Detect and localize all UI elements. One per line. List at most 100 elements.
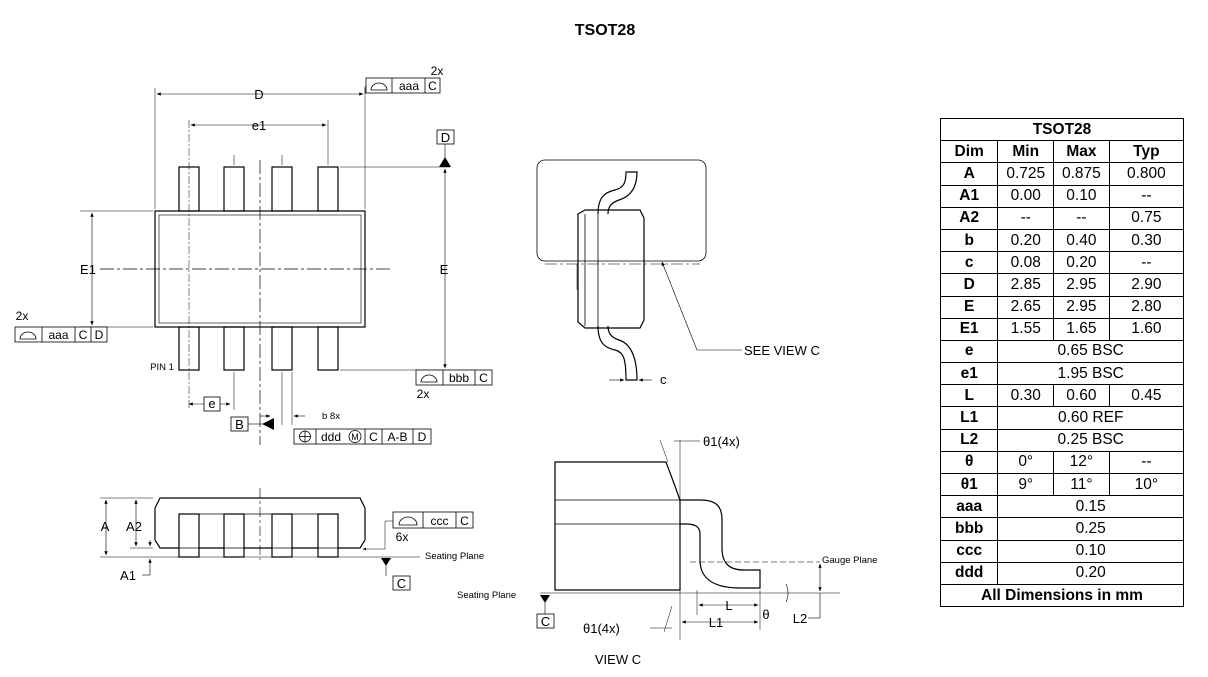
- view-c-detail: [540, 439, 840, 640]
- row-dim: E1: [939, 317, 999, 341]
- row-value: 0.15: [997, 495, 1184, 519]
- label-6x: 6x: [396, 530, 409, 544]
- svg-text:D: D: [95, 328, 104, 342]
- row-min: 0.20: [997, 228, 1055, 253]
- datum-C-side: C: [392, 575, 411, 591]
- svg-text:ccc: ccc: [431, 514, 449, 528]
- lead-bottom-3: [271, 326, 293, 371]
- side-view-labels: A A2 A1 6x Seating Plane: [101, 519, 485, 583]
- row-max: 0.60: [1053, 384, 1110, 408]
- row-value: 0.65 BSC: [997, 339, 1184, 364]
- svg-text:B: B: [235, 417, 244, 432]
- row-min: --: [997, 206, 1055, 230]
- svg-text:M: M: [351, 432, 359, 442]
- row-dim: L2: [939, 428, 999, 452]
- row-dim: A1: [939, 184, 999, 208]
- label-2x-left: 2x: [16, 309, 29, 323]
- row-min: 0.30: [997, 384, 1055, 408]
- svg-text:aaa: aaa: [399, 79, 419, 93]
- svg-text:C: C: [397, 576, 406, 591]
- label-L: L: [725, 598, 732, 613]
- svg-text:C: C: [428, 79, 437, 93]
- row-typ: 1.60: [1108, 317, 1185, 341]
- row-max: 1.65: [1053, 317, 1110, 341]
- row-dim: θ: [939, 450, 999, 475]
- lead-top-4: [317, 166, 339, 212]
- row-value: 0.25 BSC: [997, 428, 1184, 452]
- end-view: [536, 159, 742, 382]
- row-min: 1.55: [997, 317, 1055, 341]
- label-b8x: b 8x: [322, 411, 340, 422]
- row-max: 12°: [1053, 450, 1110, 475]
- row-value: 0.60 REF: [997, 406, 1184, 430]
- tolerance-ccc-c: ccc C: [392, 511, 474, 529]
- tolerance-ddd: ddd M C A-B D: [293, 428, 432, 445]
- svg-text:C: C: [460, 514, 469, 528]
- header-dim: Dim: [939, 140, 999, 164]
- svg-text:C: C: [541, 614, 550, 629]
- view-c-labels: θ1(4x) θ1(4x) L L1 L2 θ Gauge Plane Seat…: [457, 434, 877, 667]
- svg-text:C: C: [369, 430, 378, 444]
- row-min: 0.00: [997, 184, 1055, 208]
- label-2x-top: 2x: [431, 64, 444, 78]
- row-max: 11°: [1053, 472, 1110, 497]
- table-row: A2----0.75: [939, 206, 1185, 230]
- top-view-labels: D e1 E1 E PIN 1 b 8x 2x 2x 2x: [16, 64, 449, 422]
- datum-B-box: B: [230, 416, 249, 432]
- lead-bottom-2: [223, 326, 245, 371]
- svg-text:e: e: [208, 396, 215, 411]
- row-value: 1.95 BSC: [997, 362, 1184, 386]
- label-theta1-bottom: θ1(4x): [583, 621, 620, 636]
- label-E1: E1: [80, 262, 96, 277]
- table-title: TSOT28: [940, 117, 1184, 142]
- label-c: c: [660, 372, 667, 387]
- row-dim: E: [939, 295, 999, 319]
- row-dim: A: [939, 162, 999, 186]
- row-min: 2.65: [997, 295, 1055, 319]
- row-min: 9°: [997, 472, 1055, 497]
- row-typ: 2.80: [1108, 295, 1185, 319]
- side-body-outline: [154, 497, 366, 549]
- view-c-callout-box: [536, 159, 707, 262]
- label-A1: A1: [120, 568, 136, 583]
- label-theta1-top: θ1(4x): [703, 434, 740, 449]
- label-seating-plane-view: Seating Plane: [457, 590, 516, 601]
- end-view-labels: SEE VIEW C c: [660, 343, 820, 387]
- row-dim: b: [939, 228, 999, 253]
- svg-text:D: D: [441, 130, 450, 145]
- lead-top-2: [223, 166, 245, 212]
- row-min: 0.08: [997, 251, 1055, 275]
- row-max: 2.95: [1053, 295, 1110, 319]
- table-footer: All Dimensions in mm: [940, 583, 1184, 608]
- row-max: 0.875: [1053, 162, 1110, 186]
- drawing-title: TSOT28: [575, 22, 636, 39]
- row-dim: bbb: [939, 517, 999, 541]
- label-L2: L2: [793, 611, 807, 626]
- row-max: 0.40: [1053, 228, 1110, 253]
- svg-text:D: D: [418, 430, 427, 444]
- label-E: E: [440, 262, 449, 277]
- top-view: [80, 86, 451, 445]
- label-L1: L1: [709, 615, 723, 630]
- svg-text:C: C: [79, 328, 88, 342]
- end-body-outline: [577, 209, 645, 329]
- row-dim: θ1: [939, 472, 999, 497]
- row-dim: ccc: [939, 539, 999, 563]
- lead-top-3: [271, 166, 293, 212]
- row-min: 0°: [997, 450, 1055, 475]
- tolerance-aaa-c-top: aaa C: [365, 77, 441, 94]
- row-typ: 0.30: [1108, 228, 1185, 253]
- row-dim: L1: [939, 406, 999, 430]
